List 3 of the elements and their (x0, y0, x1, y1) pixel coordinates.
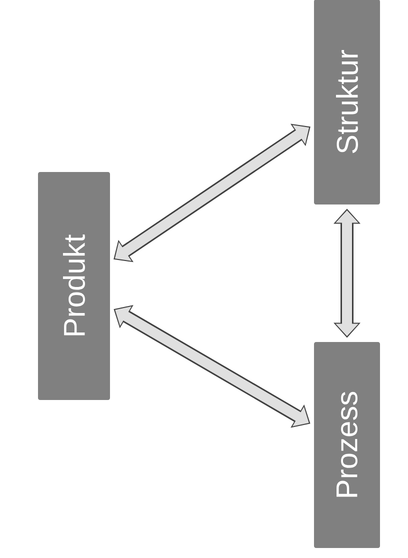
process-box: Produkt (38, 172, 110, 400)
process-box: Prozess (314, 342, 380, 548)
process-box: Struktur (314, 0, 380, 204)
